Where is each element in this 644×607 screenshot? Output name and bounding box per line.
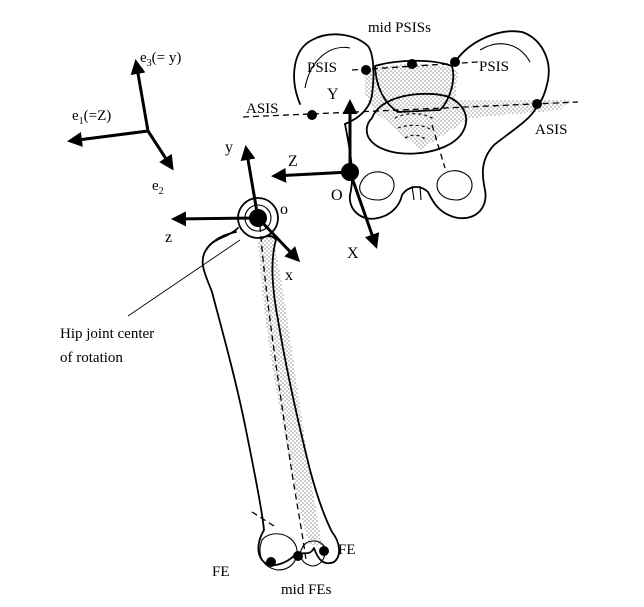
femur-x-arrow (256, 216, 301, 263)
femur-drawing (201, 197, 340, 571)
obturator-right (436, 170, 473, 201)
obturator-left (359, 171, 395, 201)
pelvis-right-wing-inner (479, 43, 531, 63)
greater-trochanter (205, 231, 237, 251)
pelvis-right-wing (454, 30, 550, 109)
femur-condyle-left (259, 533, 298, 571)
femur-x-label: x (285, 267, 293, 284)
fe-right-label: FE (338, 542, 356, 558)
femur-y-label: y (225, 139, 233, 156)
hip-joint-label-line2: of rotation (60, 350, 123, 366)
e3-axis-arrow (130, 59, 150, 132)
asis-right-dot (532, 99, 542, 109)
e2-label: e2 (152, 178, 164, 197)
e3-label: e3(= y) (140, 50, 181, 69)
pelvis-frame (271, 99, 380, 249)
pelvis-Y-label: Y (327, 86, 339, 103)
hip-joint-leader (127, 239, 241, 317)
psis-left-label: PSIS (307, 60, 337, 76)
femur-z-label: z (165, 229, 172, 246)
pubic-symphysis (411, 185, 422, 201)
asis-left-dot (307, 110, 317, 120)
psis-right-label: PSIS (479, 59, 509, 75)
e1-axis-arrow (67, 129, 149, 147)
pelvic-inlet (365, 92, 468, 155)
mid-fes-dot (293, 551, 303, 561)
pelvis-X-arrow (348, 171, 380, 249)
femur-epicondyle-dash (251, 511, 275, 527)
femur-origin-dot (249, 209, 267, 227)
pelvis-left-wing-inner (304, 46, 351, 89)
fe-left-dot (266, 557, 276, 567)
pelvis-X-label: X (347, 245, 359, 262)
e1-label: e1(=Z) (72, 108, 111, 127)
asis-right-label: ASIS (535, 122, 568, 138)
psis-right-dot (450, 57, 460, 67)
pelvis-Z-label: Z (288, 153, 298, 170)
femur-o-label: o (280, 201, 288, 218)
e2-axis-arrow (146, 130, 174, 171)
psis-left-dot (361, 65, 371, 75)
sacral-marks (394, 113, 436, 141)
mid-fes-label: mid FEs (281, 582, 332, 598)
femur-outline (201, 227, 340, 567)
fe-right-dot (319, 546, 329, 556)
pelvis-lower (344, 107, 537, 220)
fe-left-label: FE (212, 564, 230, 580)
mid-psiss-label: mid PSISs (368, 20, 431, 36)
pelvis-left-wing (293, 33, 375, 125)
femur-stipple (258, 232, 322, 545)
pelvis-Z-arrow (271, 167, 351, 183)
mid-psiss-dot (407, 59, 417, 69)
femur-z-arrow (171, 211, 259, 227)
femur-axis-dash (259, 225, 307, 561)
global-frame: e3(= y) e1(=Z) e2 (67, 50, 181, 197)
femur-frame (171, 145, 301, 263)
asis-left-label: ASIS (246, 101, 279, 117)
asis-line (242, 101, 579, 118)
hip-joint-label-line1: Hip joint center (60, 326, 154, 342)
pelvis-origin-dot (341, 163, 359, 181)
pelvis-drawing (242, 30, 579, 220)
pelvis-O-label: O (331, 187, 343, 204)
pelvis-inner-dash (431, 124, 446, 169)
femur-y-arrow (240, 145, 260, 219)
